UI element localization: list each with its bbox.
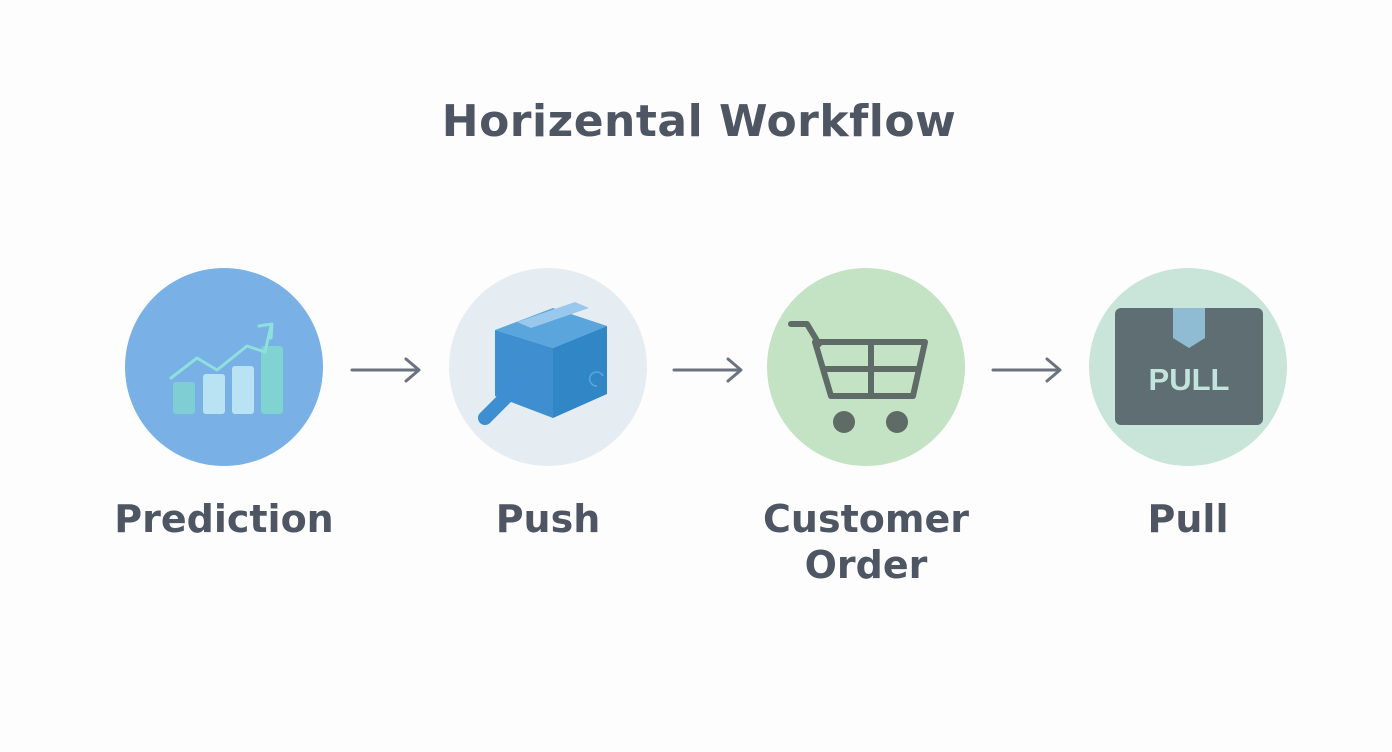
step-label-line: Push <box>495 497 601 541</box>
step-label: Pull <box>1038 496 1338 542</box>
arrow-right-icon <box>350 357 421 383</box>
step-label-line: Order <box>804 543 928 587</box>
growth-chart-icon <box>169 322 283 414</box>
pull-box-text: PULL <box>1149 362 1230 397</box>
step-label: Prediction <box>74 496 374 542</box>
pull-box-icon: PULL <box>1115 308 1263 425</box>
step-label-line: Customer <box>763 497 969 541</box>
shopping-cart-icon <box>788 321 928 433</box>
arrow-right-icon <box>991 357 1062 383</box>
step-pull: PULL Pull <box>1038 268 1338 542</box>
push-circle <box>449 268 647 466</box>
customer-order-circle <box>767 268 965 466</box>
arrow-right-icon <box>672 357 743 383</box>
step-label: Push <box>398 496 698 542</box>
step-label-line: Prediction <box>114 497 334 541</box>
step-prediction: Prediction <box>74 268 374 542</box>
box-push-icon <box>478 302 607 425</box>
step-label-line: Pull <box>1147 497 1229 541</box>
step-push: Push <box>398 268 698 542</box>
prediction-circle <box>125 268 323 466</box>
page-title: Horizental Workflow <box>441 96 957 147</box>
step-label: Customer Order <box>716 496 1016 588</box>
pull-circle: PULL <box>1089 268 1287 466</box>
step-customer-order: Customer Order <box>716 268 1016 588</box>
